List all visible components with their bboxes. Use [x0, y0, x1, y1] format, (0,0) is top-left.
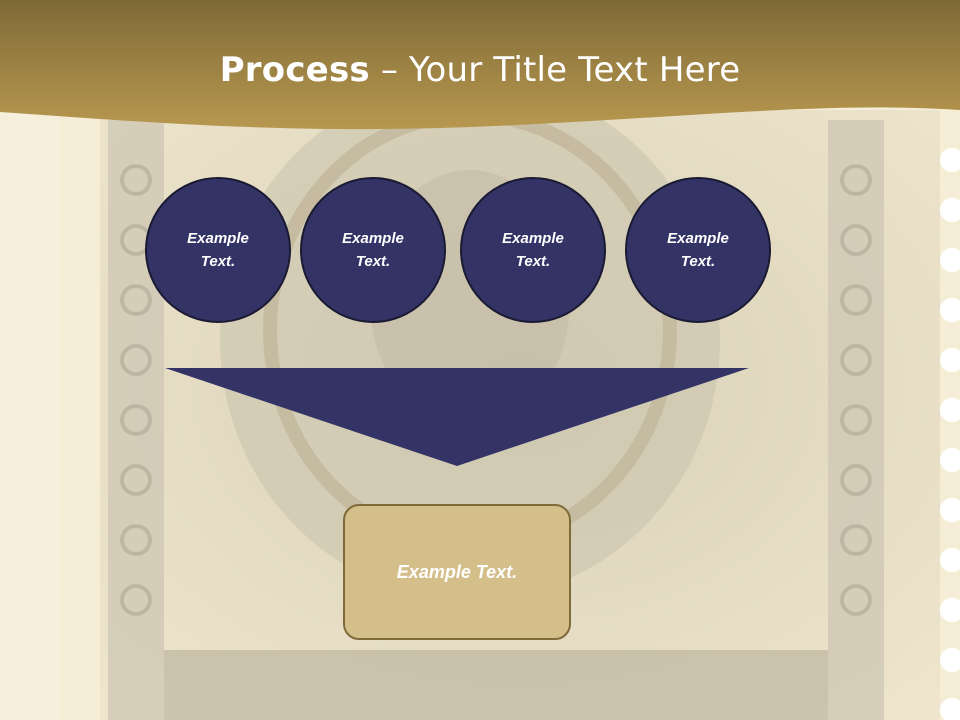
title-keyword: Process — [219, 50, 370, 90]
step-label: Example Text. — [502, 230, 564, 270]
process-step-3: Example Text. — [460, 177, 606, 323]
process-step-4: Example Text. — [625, 177, 771, 323]
slide-title: Process – Your Title Text Here — [0, 50, 960, 90]
funnel-arrow-shape — [165, 368, 749, 466]
process-step-2: Example Text. — [300, 177, 446, 323]
result-label: Example Text. — [396, 561, 518, 582]
step-label: Example Text. — [342, 230, 404, 270]
process-step-1: Example Text. — [145, 177, 291, 323]
title-text: – Your Title Text Here — [369, 50, 741, 90]
step-label: Example Text. — [667, 230, 729, 270]
result-box: Example Text. — [343, 504, 571, 640]
step-label: Example Text. — [187, 230, 249, 270]
